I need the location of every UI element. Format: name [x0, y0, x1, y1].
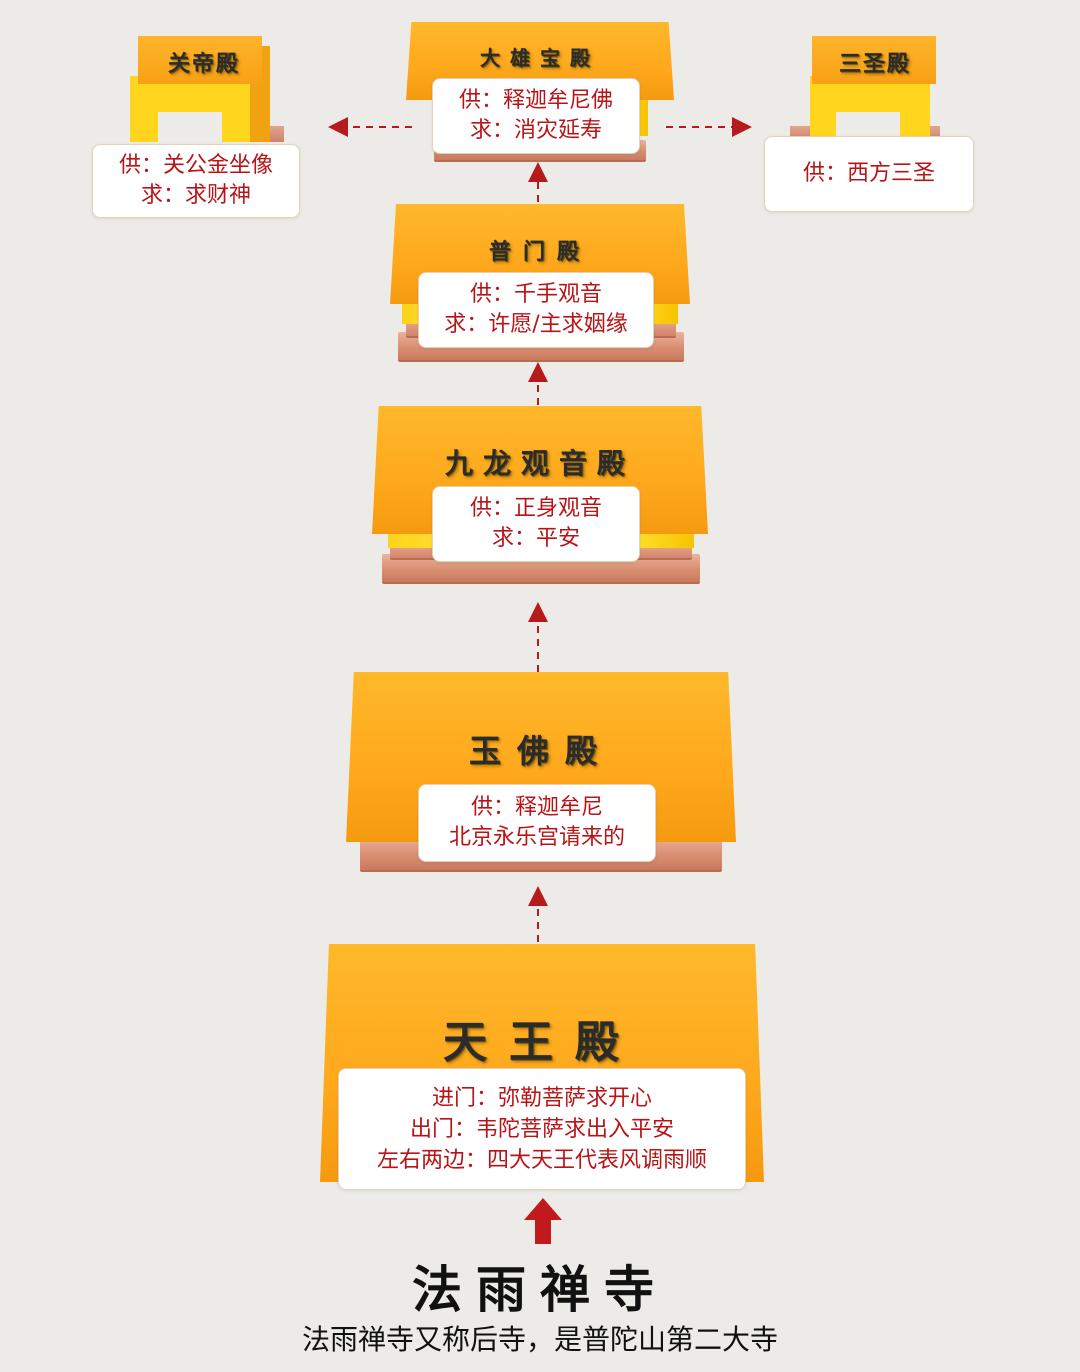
hall-daxiong: 大雄宝殿 供：释迦牟尼佛 求：消灾延寿	[406, 22, 674, 172]
hall-jiulong-line-1: 供：正身观音	[469, 496, 602, 521]
temple-subtitle: 法雨禅寺又称后寺，是普陀山第二大寺	[301, 1323, 778, 1356]
hall-daxiong-title: 大雄宝殿	[480, 46, 600, 70]
entry-arrow	[524, 1198, 562, 1244]
hall-pumen: 普门殿 供：千手观音 求：许愿/主求姻缘	[390, 204, 690, 364]
hall-tianwang-label: 进门：弥勒菩萨求开心 出门：韦陀菩萨求出入平安 左右两边：四大天王代表风调雨顺	[338, 1068, 746, 1190]
hall-tianwang-line-1: 进门：弥勒菩萨求开心	[431, 1085, 652, 1111]
hall-guandi-title: 关帝殿	[167, 51, 240, 77]
hall-guandi: 关帝殿	[124, 36, 284, 148]
hall-pumen-line-2: 求：许愿/主求姻缘	[444, 312, 628, 337]
hall-tianwang-line-2: 出门：韦陀菩萨求出入平安	[409, 1116, 674, 1142]
hall-yufo-title: 玉佛殿	[468, 732, 613, 770]
hall-yufo: 玉佛殿 供：释迦牟尼 北京永乐宫请来的	[346, 672, 736, 872]
hall-guandi-line-2: 求：求财神	[140, 183, 251, 208]
hall-sansheng: 三圣殿	[790, 36, 950, 148]
hall-sansheng-title: 三圣殿	[838, 51, 911, 77]
hall-pumen-title: 普门殿	[488, 239, 591, 265]
hall-daxiong-label: 供：释迦牟尼佛 求：消灾延寿	[432, 78, 640, 154]
hall-yufo-line-2: 北京永乐宫请来的	[448, 825, 625, 850]
hall-guandi-line-1: 供：关公金坐像	[118, 153, 273, 178]
hall-guandi-label: 供：关公金坐像 求：求财神	[92, 144, 300, 218]
hall-tianwang-line-3: 左右两边：四大天王代表风调雨顺	[376, 1147, 707, 1173]
hall-jiulong-line-2: 求：平安	[491, 526, 580, 551]
hall-tianwang: 天王殿 进门：弥勒菩萨求开心 出门：韦陀菩萨求出入平安 左右两边：四大天王代表风…	[320, 944, 764, 1196]
temple-title: 法雨禅寺	[412, 1260, 668, 1319]
hall-jiulong-title: 九龙观音殿	[444, 447, 635, 480]
hall-jiulong: 九龙观音殿 供：正身观音 求：平安	[372, 406, 708, 584]
hall-yufo-line-1: 供：释迦牟尼	[470, 795, 603, 820]
hall-pumen-line-1: 供：千手观音	[469, 282, 602, 307]
hall-pumen-label: 供：千手观音 求：许愿/主求姻缘	[418, 272, 654, 348]
hall-daxiong-line-2: 求：消灾延寿	[469, 118, 602, 143]
hall-jiulong-label: 供：正身观音 求：平安	[432, 486, 640, 562]
hall-yufo-label: 供：释迦牟尼 北京永乐宫请来的	[418, 784, 656, 862]
hall-sansheng-label: 供：西方三圣	[764, 136, 974, 212]
hall-daxiong-line-1: 供：释迦牟尼佛	[458, 88, 613, 113]
hall-sansheng-line-1: 供：西方三圣	[802, 161, 935, 186]
hall-tianwang-title: 天王殿	[443, 1017, 641, 1068]
